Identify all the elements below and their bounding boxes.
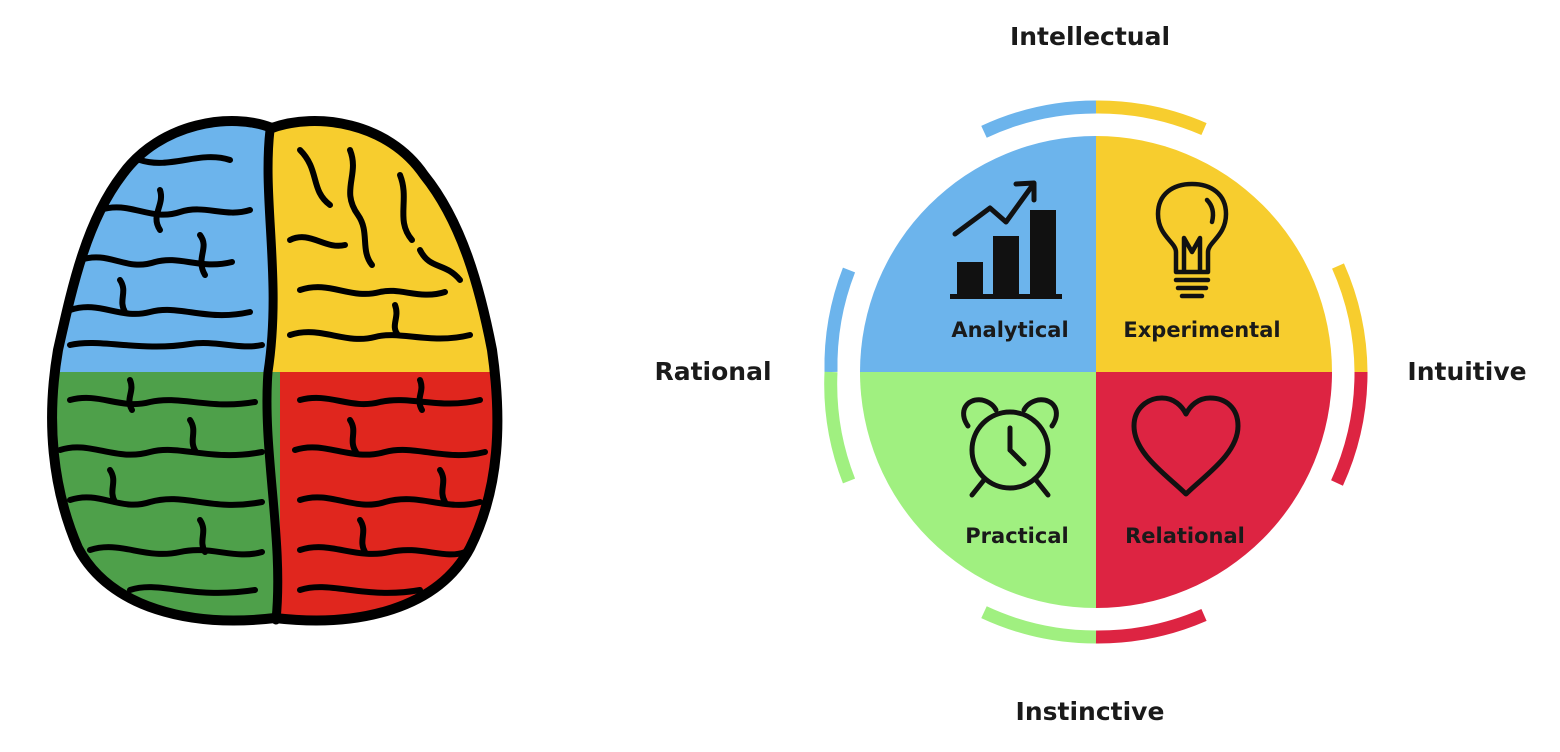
lightbulb-icon bbox=[1155, 181, 1229, 299]
brain-outline bbox=[47, 116, 503, 626]
axis-label-intellectual: Intellectual bbox=[1010, 22, 1170, 51]
outer-arcs bbox=[824, 100, 1368, 644]
quadrant-label-practical: Practical bbox=[965, 524, 1068, 548]
quadrant-relational bbox=[1096, 372, 1332, 608]
brain-icon bbox=[47, 116, 503, 626]
axis-label-instinctive: Instinctive bbox=[1016, 697, 1165, 726]
brain-bottom-right-lobe bbox=[280, 372, 498, 621]
arc-bottom-right bbox=[1095, 608, 1207, 644]
quadrant-label-analytical: Analytical bbox=[951, 318, 1068, 342]
quadrant-label-relational: Relational bbox=[1125, 524, 1245, 548]
arc-left-top bbox=[824, 267, 856, 373]
axis-label-intuitive: Intuitive bbox=[1407, 357, 1526, 386]
arc-right-top bbox=[1332, 263, 1368, 373]
arc-top-left bbox=[981, 100, 1097, 138]
arc-right-bottom bbox=[1331, 371, 1368, 486]
brain-midline bbox=[262, 125, 283, 625]
alarm-clock-icon bbox=[961, 397, 1059, 498]
arc-left-bottom bbox=[824, 371, 856, 484]
quadrant-label-experimental: Experimental bbox=[1123, 318, 1280, 342]
bar-chart-growth-icon bbox=[950, 180, 1062, 299]
arc-bottom-left bbox=[981, 606, 1097, 644]
brain-folds bbox=[57, 147, 488, 596]
arc-top-right bbox=[1095, 100, 1207, 136]
quadrant-circle: Analytical Experimental Practical Relati… bbox=[824, 100, 1368, 644]
heart-icon bbox=[1131, 395, 1241, 497]
axis-label-rational: Rational bbox=[654, 357, 771, 386]
